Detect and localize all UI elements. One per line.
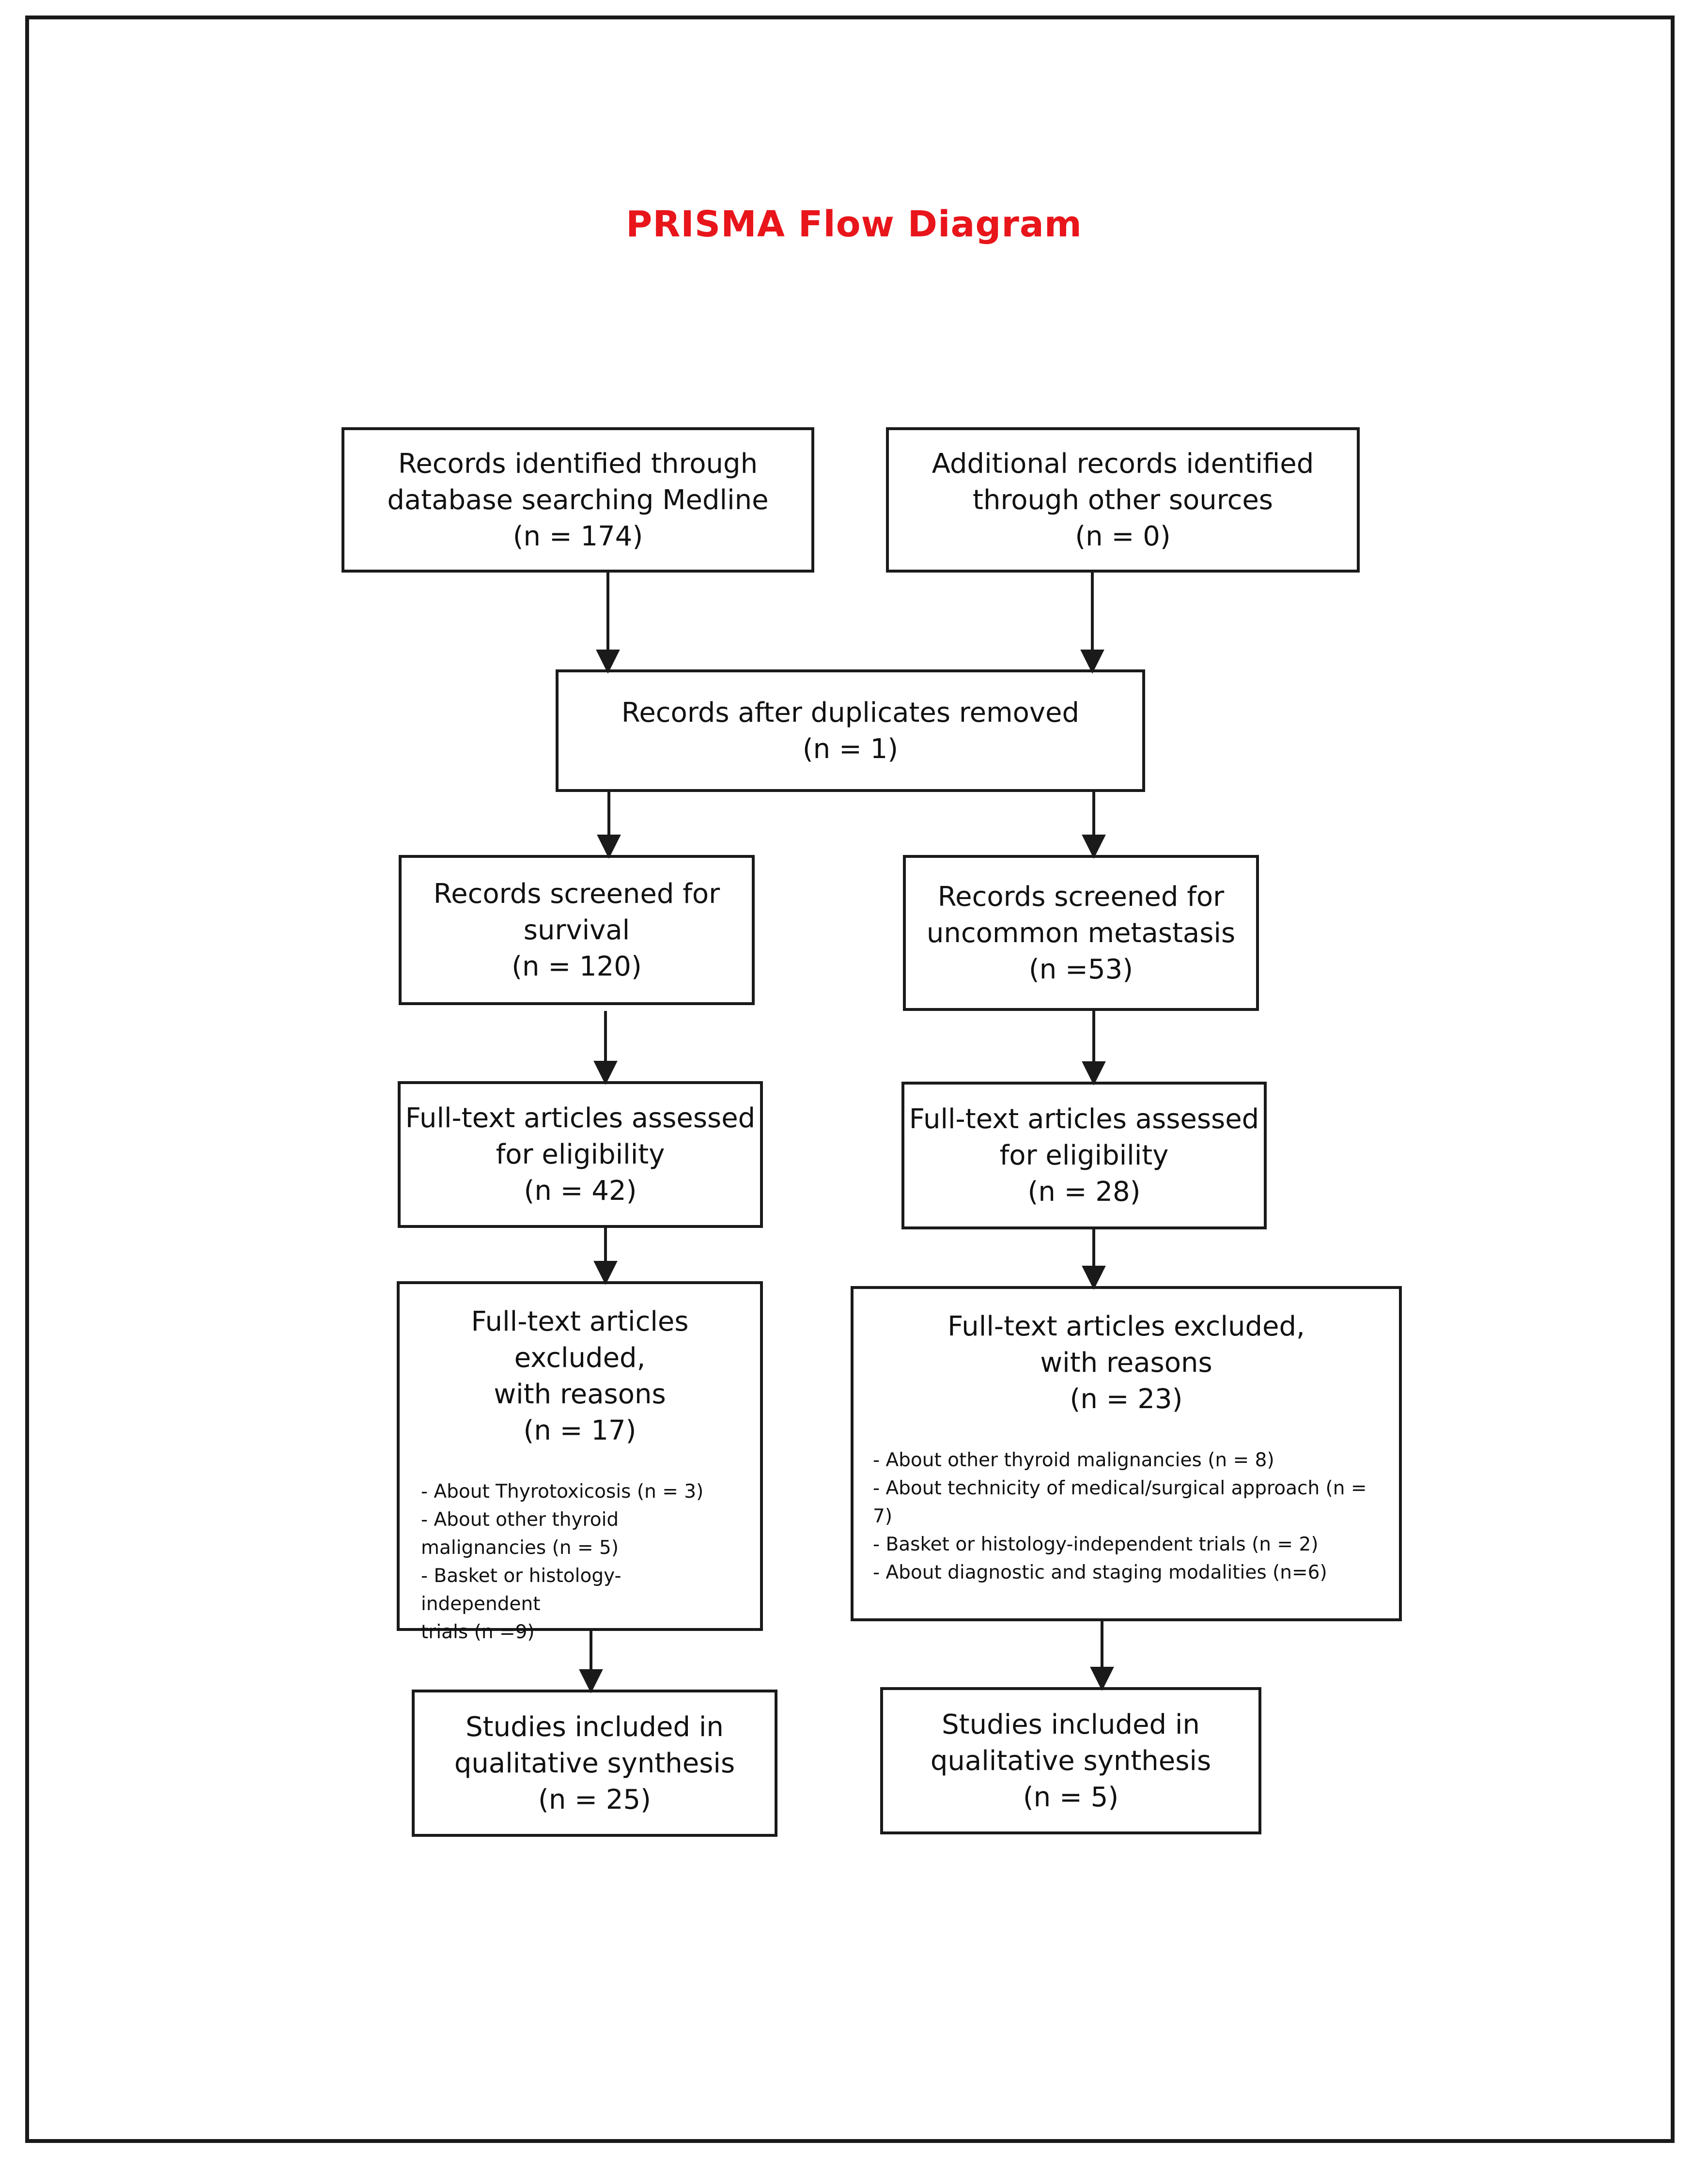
records-screened-metastasis-box: Records screened for uncommon metastasis… [903,855,1259,1011]
box-line: Records after duplicates removed [621,697,1080,729]
fulltext-excluded-left-box: Full-text articles excluded, with reason… [397,1281,763,1643]
box-line: (n = 174) [512,520,643,552]
box-line: (n = 1) [802,733,899,765]
diagram-title: PRISMA Flow Diagram [626,203,1082,245]
box-line: Full-text articles assessed [405,1102,756,1134]
box-line: survival [523,914,630,946]
additional-records-box: Additional records identified through ot… [886,427,1360,573]
exclusion-reasons-list: - About other thyroid malignancies (n = … [873,1446,1380,1587]
box-line: uncommon metastasis [926,917,1236,949]
box-line: with reasons [1040,1347,1212,1379]
box-line: for eligibility [999,1140,1169,1171]
arrow-excluded-left-to-included [579,1631,603,1693]
arrow-metastasis-to-fulltext [1082,1011,1106,1086]
arrow-fulltext-right-to-excluded [1082,1229,1106,1290]
box-line: Records screened for [433,878,720,910]
arrow-excluded-right-to-included [1090,1621,1114,1691]
reason-line: - About other thyroid malignancies (n = … [873,1449,1274,1471]
reason-line: - About Thyrotoxicosis (n = 3) [421,1481,704,1503]
arrow-fulltext-left-to-excluded [593,1228,618,1285]
records-identified-database-box: Records identified through database sear… [342,427,814,573]
reason-line: trials (n =9) [421,1621,535,1643]
box-line: qualitative synthesis [930,1745,1211,1777]
fulltext-assessed-right-box: Full-text articles assessed for eligibil… [901,1082,1267,1229]
box-line: (n = 120) [512,950,642,982]
arrow-db-to-dedup [596,573,620,674]
box-line: Records screened for [937,881,1225,913]
box-line: (n =53) [1028,953,1133,985]
box-line: (n = 5) [1023,1781,1119,1813]
studies-included-left-box: Studies included in qualitative synthesi… [412,1690,777,1837]
box-line: (n = 17) [523,1415,637,1446]
box-line: database searching Medline [387,484,769,516]
box-line: (n = 42) [524,1175,637,1207]
fulltext-excluded-right-box: Full-text articles excluded, with reason… [851,1286,1402,1621]
box-line: Full-text articles excluded, [471,1306,689,1374]
box-line: (n = 23) [1070,1383,1183,1415]
records-after-duplicates-box: Records after duplicates removed (n = 1) [556,669,1145,792]
box-line: with reasons [494,1379,666,1410]
box-line: Full-text articles excluded, [947,1311,1305,1342]
arrow-dedup-to-metastasis [1082,792,1106,859]
arrow-dedup-to-survival [597,792,621,859]
reason-line: - About technicity of medical/surgical a… [873,1477,1367,1527]
reason-line: - Basket or histology-independent trials… [873,1534,1319,1555]
box-line: qualitative synthesis [454,1747,735,1779]
reason-line: - Basket or histology-independent [421,1565,621,1615]
box-line: Studies included in [466,1711,724,1743]
page-frame [25,16,1675,2143]
arrow-survival-to-fulltext [593,1011,618,1085]
box-line: for eligibility [496,1139,665,1170]
reason-line: malignancies (n = 5) [421,1537,619,1559]
box-line: Studies included in [942,1708,1200,1740]
box-line: (n = 0) [1075,520,1171,552]
box-line: Full-text articles assessed [909,1103,1259,1135]
box-line: through other sources [973,484,1273,516]
box-line: (n = 25) [538,1784,651,1815]
exclusion-reasons-list: - About Thyrotoxicosis (n = 3) - About o… [421,1478,739,1646]
fulltext-assessed-left-box: Full-text articles assessed for eligibil… [398,1081,763,1228]
box-line: Additional records identified [932,448,1314,480]
studies-included-right-box: Studies included in qualitative synthesi… [880,1687,1261,1834]
reason-line: - About diagnostic and staging modalitie… [873,1562,1327,1583]
box-line: (n = 28) [1027,1176,1141,1208]
arrow-other-to-dedup [1080,573,1104,674]
reason-line: - About other thyroid [421,1509,619,1531]
box-line: Records identified through [398,448,758,480]
records-screened-survival-box: Records screened for survival (n = 120) [399,855,755,1005]
